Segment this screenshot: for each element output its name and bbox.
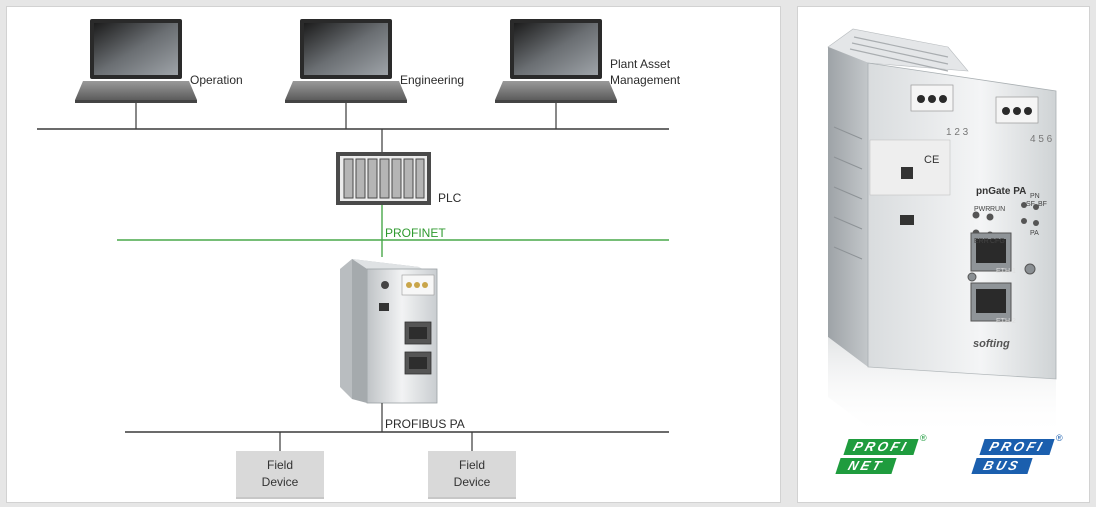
pn-sf-label: SF: [1026, 201, 1035, 208]
engineering-label: Engineering: [400, 73, 465, 87]
led-run-label: RUN: [990, 206, 1006, 213]
field-device-1-line1: Field: [266, 458, 293, 472]
led-cfg-label: CFG: [990, 238, 1005, 245]
plant-asset-label-line1: Plant Asset: [610, 57, 671, 71]
brand-label: softing: [973, 338, 1010, 350]
plant-asset-label-line2: Management: [610, 73, 681, 87]
pngate-pa-product-image: [827, 28, 1057, 437]
profinet-label: PROFINET: [385, 226, 446, 240]
ce-mark: CE: [924, 154, 940, 166]
laptop-asset-management-icon: [495, 19, 617, 103]
pn-label: PN: [1030, 193, 1040, 200]
led-pwr-label: PWR: [974, 206, 991, 213]
plc-label: PLC: [438, 191, 462, 205]
profibus-logo: PROFI BUS ®: [971, 433, 1064, 481]
product-panel: 1 2 3 4 5 6 pnGate PA CE PWR RUN ERR CFG…: [797, 6, 1090, 503]
eth2-label: ETH 2: [996, 318, 1016, 325]
profibus-logo-bottom: BUS: [971, 458, 1033, 474]
profibus-pa-label: PROFIBUS PA: [385, 417, 465, 431]
terminals-right-label: 4 5 6: [1030, 134, 1053, 145]
profinet-logo-bottom: NET: [835, 458, 897, 474]
field-device-1-line2: Device: [261, 475, 299, 489]
gateway-device-icon: [340, 259, 438, 404]
profinet-registered-mark: ®: [920, 433, 927, 443]
profinet-logo-top: PROFI: [843, 439, 919, 455]
field-device-2-line2: Device: [453, 475, 491, 489]
pn-bf-label: BF: [1038, 201, 1047, 208]
profibus-logo-top: PROFI: [979, 439, 1055, 455]
operation-label: Operation: [190, 73, 243, 87]
model-label: pnGate PA: [976, 186, 1027, 197]
field-device-2-line1: Field: [458, 458, 485, 472]
laptop-engineering-icon: [285, 19, 407, 103]
network-diagram-panel: Operation Engineering Plant Asset Manage…: [6, 6, 781, 503]
led-err-label: ERR: [974, 238, 989, 245]
profinet-logo: PROFI NET ®: [835, 433, 928, 481]
field-device-box-1: Field Device: [236, 451, 324, 499]
field-device-box-2: Field Device: [428, 451, 516, 499]
device-side-panel: [828, 47, 868, 367]
laptop-operation-icon: [75, 19, 197, 103]
network-diagram: [37, 19, 669, 451]
eth1-label: ETH 1: [996, 268, 1016, 275]
pa-label: PA: [1030, 230, 1039, 237]
profibus-registered-mark: ®: [1056, 433, 1063, 443]
terminals-left-label: 1 2 3: [946, 127, 969, 138]
plc-icon: [336, 152, 431, 205]
